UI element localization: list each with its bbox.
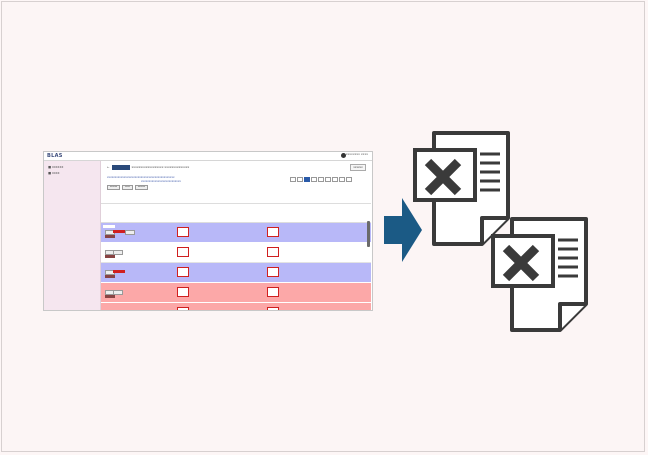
app-screenshot: BLAS xxxxxxxx xxxx ■ xxxxxx ■ xxxx ← xxx…	[43, 151, 373, 311]
table-row[interactable]	[101, 223, 371, 243]
info-line-1: xxxxxxxxxxxxxxxxxxxxxxxxxxxxxxxxxxxxxxxx…	[107, 176, 175, 179]
table-header	[101, 203, 371, 223]
highlighted-cell[interactable]	[177, 247, 189, 257]
highlighted-cell[interactable]	[267, 247, 279, 257]
highlighted-cell[interactable]	[177, 287, 189, 297]
toolbar-button-3[interactable]: xxxxxx	[134, 185, 148, 190]
table-row[interactable]	[101, 303, 371, 310]
highlighted-cell[interactable]	[267, 227, 279, 237]
toolbar-button-1[interactable]: xxxxxx	[107, 185, 121, 190]
sidebar: ■ xxxxxx ■ xxxx	[44, 161, 101, 310]
sidebar-item-2[interactable]: ■ xxxx	[48, 171, 60, 175]
scrollbar[interactable]	[367, 221, 370, 247]
table-row[interactable]	[101, 243, 371, 263]
breadcrumb-text: xxxxxxxxxxxxxxxxxx xxxxxxxxxxxxxx	[131, 165, 190, 169]
info-line-2: xxxxxxxxxxxxxxxxxxxxxxxxxx	[141, 180, 181, 183]
right-arrow-icon	[384, 198, 422, 262]
excel-file-icon	[491, 217, 588, 332]
table-row[interactable]	[101, 263, 371, 283]
pagination	[290, 177, 352, 182]
user-info: xxxxxxxx xxxx	[345, 152, 368, 156]
top-action-button[interactable]: xxxxxx	[350, 164, 366, 171]
highlighted-cell[interactable]	[177, 307, 189, 310]
highlighted-cell[interactable]	[267, 307, 279, 310]
breadcrumb-button[interactable]	[111, 164, 130, 170]
arrow-shape	[384, 198, 422, 262]
breadcrumb: ← xxxxxxxxxxxxxxxxxx xxxxxxxxxxxxxx	[107, 164, 190, 170]
user-avatar-icon	[341, 153, 346, 158]
main-content: ← xxxxxxxxxxxxxxxxxx xxxxxxxxxxxxxx xxxx…	[101, 161, 372, 310]
toolbar: xxxxxx xxxx xxxxxx	[107, 185, 148, 190]
table-row[interactable]	[101, 283, 371, 303]
highlighted-cell[interactable]	[177, 267, 189, 277]
data-table	[101, 203, 371, 310]
highlighted-cell[interactable]	[267, 267, 279, 277]
app-logo: BLAS	[47, 153, 63, 159]
excel-file-icon	[413, 131, 510, 246]
app-header: BLAS xxxxxxxx xxxx	[44, 152, 372, 161]
highlighted-cell[interactable]	[177, 227, 189, 237]
sidebar-item-1[interactable]: ■ xxxxxx	[48, 165, 64, 169]
highlighted-cell[interactable]	[267, 287, 279, 297]
toolbar-button-2[interactable]: xxxx	[122, 185, 133, 190]
